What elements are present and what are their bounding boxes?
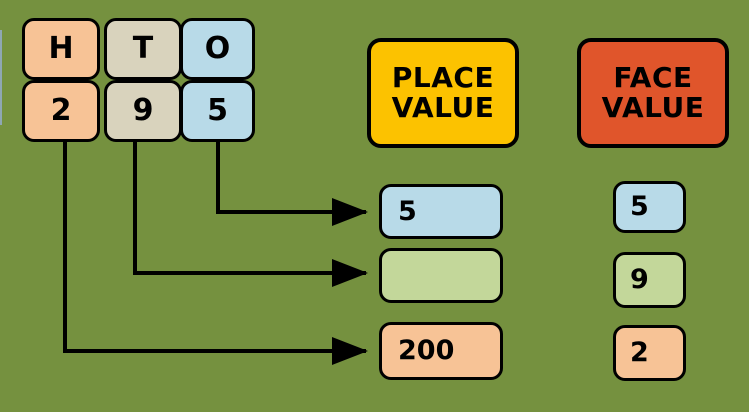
place-header-hundreds[interactable]: H	[22, 18, 100, 80]
digit-ones-label: 5	[207, 92, 228, 128]
place-header-hundreds-label: H	[48, 30, 74, 66]
digit-tens-label: 9	[132, 92, 154, 128]
place-header-tens-label: T	[132, 30, 154, 66]
face-value-banner-line2: VALUE	[601, 91, 705, 124]
face-value-banner-line1: FACE	[613, 60, 693, 94]
digit-ones[interactable]: 5	[180, 80, 255, 142]
digit-hundreds[interactable]: 2	[22, 80, 100, 142]
edge-artifact	[0, 30, 2, 125]
face-value-banner[interactable]: FACE VALUE	[577, 38, 729, 148]
place-value-row-2[interactable]	[379, 248, 503, 303]
place-value-banner-line1: PLACE	[391, 60, 495, 94]
face-value-row-1[interactable]: 5	[613, 181, 686, 233]
place-header-tens[interactable]: T	[104, 18, 182, 80]
place-value-row-3[interactable]: 200	[379, 322, 503, 380]
face-value-row-2[interactable]: 9	[613, 252, 686, 308]
connector-ones-to-place-row-1	[216, 142, 368, 226]
face-value-row-3[interactable]: 2	[613, 325, 686, 381]
place-header-ones-label: O	[204, 30, 231, 66]
place-value-banner[interactable]: PLACE VALUE	[367, 38, 519, 148]
digit-hundreds-label: 2	[50, 92, 72, 128]
connector-hundreds-to-place-row-3	[63, 142, 368, 365]
place-value-banner-line2: VALUE	[391, 91, 495, 124]
place-header-ones[interactable]: O	[180, 18, 255, 80]
place-value-row-1[interactable]: 5	[379, 184, 503, 239]
face-value-row-1-label: 5	[630, 191, 649, 223]
connector-tens-to-place-row-2	[133, 142, 368, 287]
place-value-row-3-label: 200	[398, 335, 455, 367]
face-value-row-3-label: 2	[630, 337, 649, 369]
digit-tens[interactable]: 9	[104, 80, 182, 142]
face-value-row-2-label: 9	[630, 264, 649, 296]
place-value-row-1-label: 5	[398, 195, 417, 227]
